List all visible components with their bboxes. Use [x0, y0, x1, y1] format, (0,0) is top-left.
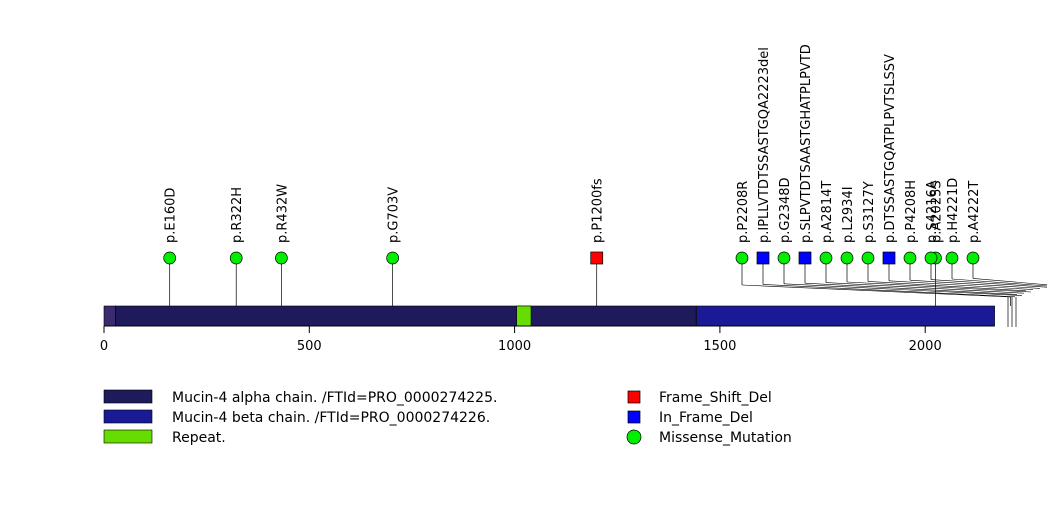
lollipop-connector: [846, 281, 1032, 293]
mutation-marker-missense[interactable]: [945, 251, 959, 265]
lollipop-connector: [741, 284, 1011, 298]
axis-tick-label: 0: [100, 339, 108, 354]
legend-inframe-icon: [627, 410, 641, 424]
mutation-label: p.IPLLVTDTSSASTGQA2223del: [757, 47, 772, 243]
mutation-label: p.A4222T: [967, 181, 982, 243]
lollipop-connector: [951, 278, 1047, 287]
mutation-label: p.G2348D: [778, 177, 793, 243]
lollipop-connector: [762, 284, 1016, 298]
legend-missense-icon: [626, 429, 642, 445]
legend-frameshift-icon: [627, 390, 641, 404]
lollipop-connector: [888, 280, 1034, 290]
mutation-marker-missense[interactable]: [777, 251, 791, 265]
mutation-label: p.R322H: [230, 187, 245, 243]
mutation-label: p.E160D: [164, 188, 179, 243]
mutation-marker-missense[interactable]: [903, 251, 917, 265]
region-2: [516, 305, 532, 327]
mutation-label: p.DTSSASTGQATPLPVTSLSSV: [883, 54, 898, 243]
mutation-marker-missense[interactable]: [229, 251, 243, 265]
axis-tick-label: 500: [297, 339, 322, 354]
mutation-label: p.SLPVTDTSAASTGHATPLPVTD: [799, 44, 814, 243]
legend: Mucin-4 alpha chain. /FTId=PRO_000027422…: [103, 389, 792, 446]
legend-type-label: In_Frame_Del: [659, 410, 753, 426]
legend-region-label: Mucin-4 alpha chain. /FTId=PRO_000027422…: [172, 390, 497, 406]
lollipop-connector: [783, 283, 1023, 296]
legend-type-label: Frame_Shift_Del: [659, 390, 772, 406]
mutation-label: p.G703V: [387, 187, 402, 243]
mutation-marker-inframe[interactable]: [882, 251, 896, 265]
mutation-marker-frameshift[interactable]: [590, 251, 604, 265]
mutation-marker-missense[interactable]: [861, 251, 875, 265]
mutation-label: p.L2934I: [841, 186, 856, 243]
axis-tick-label: 1000: [498, 339, 531, 354]
mutation-marker-inframe[interactable]: [756, 251, 770, 265]
legend-type-label: Missense_Mutation: [659, 430, 792, 446]
mutation-label: p.P2208R: [736, 181, 751, 243]
mutation-label: p.S3127Y: [862, 181, 877, 243]
legend-region-label: Repeat.: [172, 430, 226, 446]
region-0: [115, 305, 697, 327]
lollipop-connector: [804, 282, 1018, 295]
position-axis: 0 500 1000 1500 2000: [100, 325, 995, 354]
mutation-marker-missense[interactable]: [275, 251, 288, 265]
axis-tick-label: 1500: [703, 339, 736, 354]
lollipop-connector: [909, 279, 1041, 289]
mutation-label: p.S4216A: [925, 180, 940, 243]
region-1: [696, 305, 995, 327]
axis-tick-label: 2000: [909, 339, 942, 354]
lollipop-connector: [825, 282, 1025, 294]
signal-region: [103, 305, 116, 327]
legend-swatch: [103, 409, 153, 424]
mutation-marker-inframe[interactable]: [798, 251, 812, 265]
mutation-label: p.A2814T: [820, 181, 835, 243]
mutation-marker-missense[interactable]: [819, 251, 833, 265]
lollipop-connector: [930, 279, 1047, 288]
mutation-marker-missense[interactable]: [163, 251, 177, 265]
mutation-marker-missense[interactable]: [924, 251, 938, 265]
mutation-label: p.P1200fs: [591, 178, 606, 243]
mutation-label: p.P4208H: [904, 180, 919, 243]
legend-swatch: [103, 429, 153, 444]
lollipop-connector: [867, 281, 1027, 292]
mutation-label: p.R432W: [275, 184, 290, 243]
mutation-label: p.A2025S: [929, 180, 944, 243]
mutation-marker-missense[interactable]: [735, 251, 749, 265]
protein-bar: [103, 305, 995, 327]
mutation-marker-missense[interactable]: [840, 251, 854, 265]
mutation-lollipops: p.E160D p.R322H p.R432W p.G703V p.P1200fs p.A…: [163, 44, 982, 265]
legend-swatch: [103, 389, 153, 404]
mutation-label: p.H4221D: [946, 178, 961, 243]
legend-region-label: Mucin-4 beta chain. /FTId=PRO_0000274226…: [172, 410, 490, 426]
mutation-marker-missense[interactable]: [966, 251, 980, 265]
lollipop-connector: [972, 278, 1047, 286]
mutation-marker-missense[interactable]: [386, 251, 400, 265]
